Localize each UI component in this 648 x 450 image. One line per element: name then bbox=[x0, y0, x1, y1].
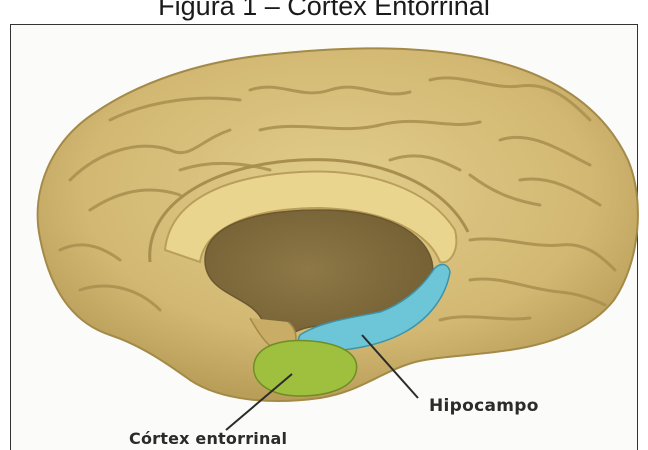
hippocampus-label: Hipocampo bbox=[429, 396, 539, 416]
entorhinal-cortex-region bbox=[254, 341, 357, 396]
entorhinal-cortex-label: Córtex entorrinal bbox=[129, 429, 287, 448]
